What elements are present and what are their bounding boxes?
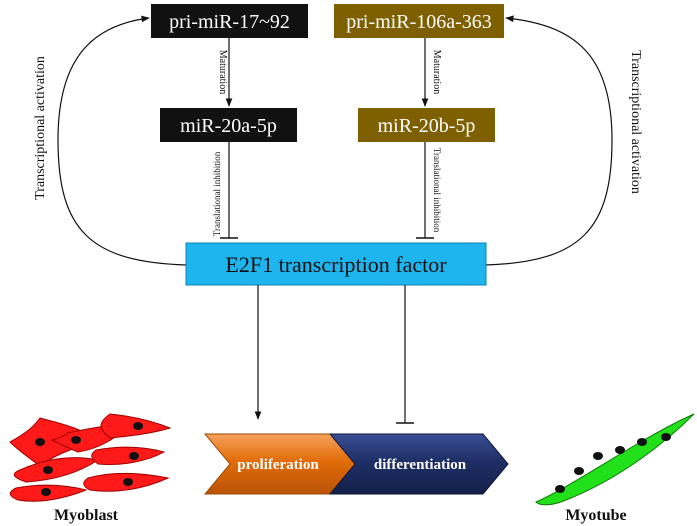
e2f1-label: E2F1 transcription factor	[225, 252, 447, 277]
activation-label-left: Transcriptional activation	[33, 56, 48, 200]
myoblast-cell	[91, 446, 166, 465]
myotube-nucleus	[555, 485, 565, 493]
mir-20b-5p-box	[358, 108, 495, 142]
myotube-nuclei	[555, 433, 671, 493]
activation-loop-right	[485, 15, 613, 266]
myoblast-nucleus	[129, 452, 139, 460]
pri-mir-106a-363-label: pri-miR-106a-363	[346, 11, 492, 33]
proliferation-label: proliferation	[237, 457, 319, 473]
myotube-nucleus	[615, 446, 625, 454]
myotube-nucleus	[637, 438, 647, 446]
myoblast-label: Myoblast	[54, 507, 119, 524]
myoblast-nucleus	[41, 488, 51, 496]
myoblast-nucleus	[43, 466, 53, 474]
maturation-label-left: Maturation	[217, 50, 228, 94]
mir-20b-5p-label: miR-20b-5p	[378, 115, 476, 137]
pri-mir-17-92-box	[151, 4, 308, 38]
myoblast-nucleus	[35, 438, 45, 446]
e2f1-box	[185, 242, 487, 286]
myoblast-nucleus	[71, 436, 81, 444]
myotube-nucleus	[661, 433, 671, 441]
mir-20a-5p-label: miR-20a-5p	[180, 115, 277, 137]
myoblast-cell	[13, 457, 100, 483]
myoblast-nucleus	[133, 422, 143, 430]
myotube-nucleus	[593, 452, 603, 460]
myotube-nucleus	[574, 467, 584, 475]
differentiation-label: differentiation	[374, 457, 467, 473]
activation-loop-left	[57, 15, 187, 266]
maturation-label-right: Maturation	[431, 50, 442, 94]
activation-label-right: Transcriptional activation	[628, 50, 643, 194]
inhibition-label-left: Translational inhibition	[212, 151, 222, 236]
inhibition-label-right: Translational inhibition	[432, 148, 442, 233]
differentiation-chevron	[328, 433, 509, 495]
myoblast-nuclei	[35, 422, 143, 496]
pri-mir-106a-363-box	[334, 4, 504, 38]
pri-mir-17-92-label: pri-miR-17~92	[169, 11, 290, 33]
myoblast-cell-cluster	[9, 413, 172, 502]
myoblast-nucleus	[123, 478, 133, 486]
mir-20a-5p-box	[160, 108, 297, 142]
myotube-label: Myotube	[565, 507, 626, 524]
